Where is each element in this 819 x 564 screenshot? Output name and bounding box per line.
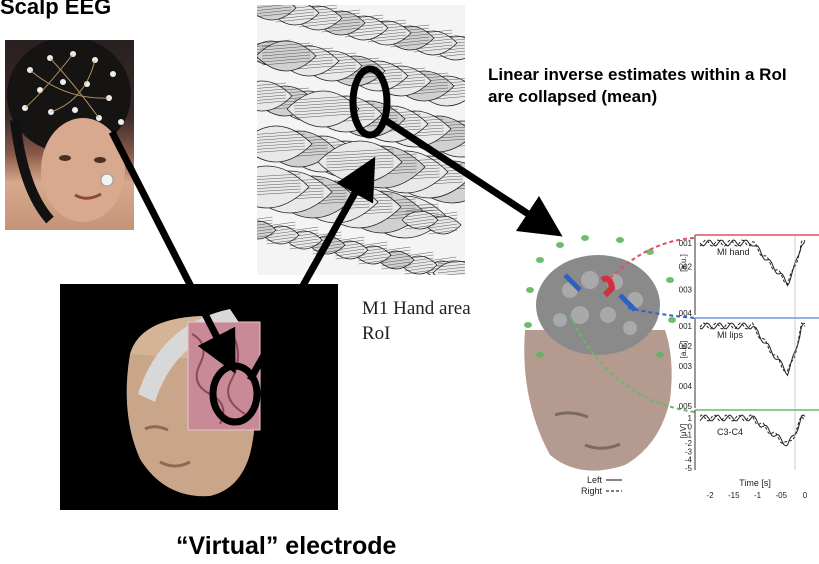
mesh-roi-marker — [349, 65, 391, 139]
x-tick-label: -1 — [754, 491, 762, 500]
plot-tick-label: 005 — [679, 402, 693, 411]
trace-left — [699, 322, 806, 377]
plot-tick-label: 004 — [679, 309, 693, 318]
plot-tick-label: 002 — [679, 262, 693, 271]
virtual-electrode-head-render — [60, 284, 338, 510]
arrow-mesh-to-plots — [383, 117, 563, 237]
plot-tick-label: 0 — [688, 422, 693, 431]
note-text: Linear inverse estimates within a RoI ar… — [488, 65, 787, 106]
plot-tick-label: 003 — [679, 362, 693, 371]
trace-right — [699, 322, 806, 372]
scalp-eeg-title: Scalp EEG — [0, 0, 112, 19]
plot-label: C3-C4 — [717, 427, 743, 437]
roi-label-line2: RoI — [362, 323, 391, 344]
plot-tick-label: 001 — [679, 322, 693, 331]
x-tick-label: -2 — [706, 491, 714, 500]
plot-tick-label: 1 — [688, 414, 693, 423]
plot-tick-label: -4 — [685, 456, 693, 465]
virtual-electrode-caption: “Virtual” electrode — [176, 532, 397, 560]
arrow-head-to-mesh — [246, 156, 376, 382]
trace-left — [699, 414, 806, 447]
roi-label-line1: M1 Hand area — [362, 298, 471, 319]
plot-tick-label: 002 — [679, 342, 693, 351]
plot-tick-label: -2 — [685, 439, 693, 448]
plot-unit: [a.u.] — [679, 341, 688, 359]
trace-right — [699, 239, 806, 285]
plot-tick-label: 001 — [679, 239, 693, 248]
plot-unit: [a.u.] — [679, 254, 688, 272]
arrow-scalp-to-head — [108, 130, 236, 374]
legend-left-label: Left — [587, 475, 603, 485]
roi-label: M1 Hand area RoI — [362, 296, 471, 346]
x-axis-label: Time [s] — [739, 478, 771, 488]
trace-right — [699, 414, 806, 444]
trace-left — [699, 239, 806, 287]
plot-tick-label: -5 — [685, 464, 693, 473]
plot-label: MI hand — [717, 247, 750, 257]
plot-label: MI lips — [717, 330, 744, 340]
x-tick-label: -15 — [728, 491, 740, 500]
legend-right-label: Right — [581, 486, 603, 496]
plot-tick-label: -1 — [685, 431, 693, 440]
plot-tick-label: 004 — [679, 382, 693, 391]
x-tick-label: -05 — [775, 491, 787, 500]
legend: Left Right — [581, 475, 622, 496]
x-tick-label: 0 — [803, 491, 808, 500]
plot-tick-label: -3 — [685, 447, 693, 456]
cortex-mesh-image — [257, 5, 465, 275]
plot-tick-label: 003 — [679, 286, 693, 295]
plot-unit: [μV] — [679, 424, 688, 438]
